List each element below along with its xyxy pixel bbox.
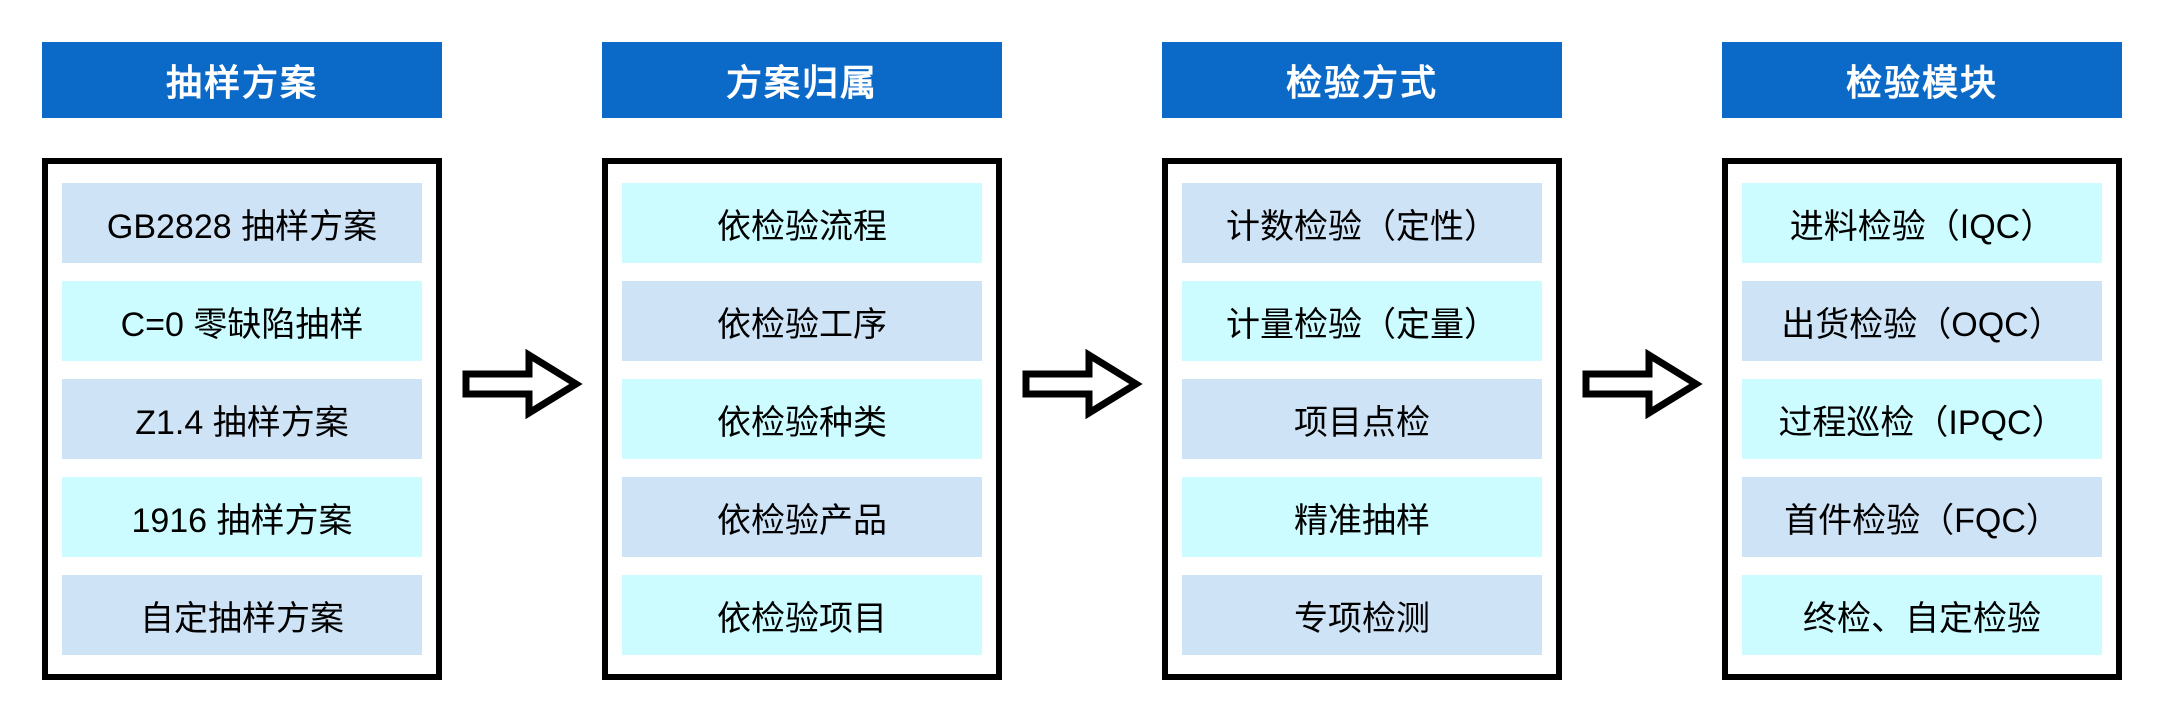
list-item: 自定抽样方案	[62, 575, 422, 655]
list-item: 依检验流程	[622, 183, 982, 263]
column-inspection-method: 检验方式 计数检验（定性） 计量检验（定量） 项目点检 精准抽样 专项检测	[1162, 42, 1562, 680]
column-box-sampling-plan: GB2828 抽样方案 C=0 零缺陷抽样 Z1.4 抽样方案 1916 抽样方…	[42, 158, 442, 680]
arrow-cell	[1002, 42, 1162, 420]
column-box-inspection-method: 计数检验（定性） 计量检验（定量） 项目点检 精准抽样 专项检测	[1162, 158, 1562, 680]
list-item: C=0 零缺陷抽样	[62, 281, 422, 361]
arrow-cell	[1562, 42, 1722, 420]
list-item: 依检验产品	[622, 477, 982, 557]
column-box-inspection-module: 进料检验（IQC） 出货检验（OQC） 过程巡检（IPQC） 首件检验（FQC）…	[1722, 158, 2122, 680]
column-inspection-module: 检验模块 进料检验（IQC） 出货检验（OQC） 过程巡检（IPQC） 首件检验…	[1722, 42, 2122, 680]
list-item: 依检验种类	[622, 379, 982, 459]
column-plan-attribution: 方案归属 依检验流程 依检验工序 依检验种类 依检验产品 依检验项目	[602, 42, 1002, 680]
list-item: 终检、自定检验	[1742, 575, 2102, 655]
right-block-arrow-icon	[1022, 348, 1143, 420]
column-box-plan-attribution: 依检验流程 依检验工序 依检验种类 依检验产品 依检验项目	[602, 158, 1002, 680]
list-item: 依检验项目	[622, 575, 982, 655]
list-item: 专项检测	[1182, 575, 1542, 655]
list-item: 计量检验（定量）	[1182, 281, 1542, 361]
list-item: 1916 抽样方案	[62, 477, 422, 557]
list-item: 计数检验（定性）	[1182, 183, 1542, 263]
list-item: GB2828 抽样方案	[62, 183, 422, 263]
inspection-flow-diagram: 抽样方案 GB2828 抽样方案 C=0 零缺陷抽样 Z1.4 抽样方案 191…	[42, 42, 2122, 680]
column-header-sampling-plan: 抽样方案	[42, 42, 442, 118]
column-sampling-plan: 抽样方案 GB2828 抽样方案 C=0 零缺陷抽样 Z1.4 抽样方案 191…	[42, 42, 442, 680]
list-item: 项目点检	[1182, 379, 1542, 459]
right-block-arrow-icon	[1582, 348, 1703, 420]
right-block-arrow-icon	[462, 348, 583, 420]
list-item: 首件检验（FQC）	[1742, 477, 2102, 557]
column-header-plan-attribution: 方案归属	[602, 42, 1002, 118]
column-header-inspection-method: 检验方式	[1162, 42, 1562, 118]
list-item: 进料检验（IQC）	[1742, 183, 2102, 263]
arrow-cell	[442, 42, 602, 420]
list-item: 出货检验（OQC）	[1742, 281, 2102, 361]
list-item: 依检验工序	[622, 281, 982, 361]
list-item: 精准抽样	[1182, 477, 1542, 557]
column-header-inspection-module: 检验模块	[1722, 42, 2122, 118]
list-item: 过程巡检（IPQC）	[1742, 379, 2102, 459]
list-item: Z1.4 抽样方案	[62, 379, 422, 459]
